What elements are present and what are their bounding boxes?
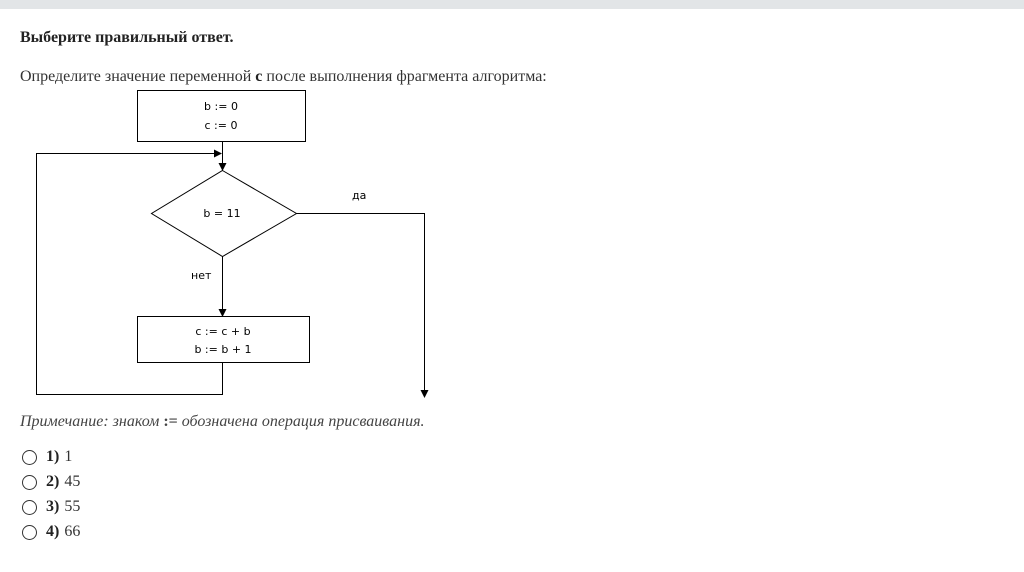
question-variable: c — [255, 68, 263, 85]
question-text: Определите значение переменной c после в… — [20, 68, 547, 86]
init-line-1: b := 0 — [204, 100, 238, 113]
init-block — [137, 90, 306, 142]
body-line-2: b := b + 1 — [194, 343, 251, 356]
answer-option-1[interactable]: 1)1 — [22, 447, 72, 467]
radio-button[interactable] — [22, 449, 37, 465]
instruction-heading: Выберите правильный ответ. — [20, 29, 234, 46]
answer-option-4[interactable]: 4)66 — [22, 522, 80, 542]
option-value: 66 — [64, 523, 81, 540]
option-value: 55 — [64, 498, 81, 515]
option-value: 45 — [64, 473, 81, 490]
radio-button[interactable] — [22, 524, 37, 540]
option-number: 3) — [46, 498, 60, 515]
option-number: 1) — [46, 448, 60, 465]
radio-button[interactable] — [22, 499, 37, 515]
radio-button[interactable] — [22, 474, 37, 490]
note-text: Примечание: знаком := обозначена операци… — [20, 413, 425, 431]
yes-label: да — [352, 189, 366, 202]
option-number: 4) — [46, 523, 60, 540]
note-symbol: := — [163, 413, 178, 430]
body-line-1: c := c + b — [195, 325, 250, 338]
question-before: Определите значение переменной — [20, 68, 252, 85]
note-before: Примечание: знаком — [20, 413, 160, 430]
answer-option-2[interactable]: 2)45 — [22, 472, 80, 492]
loop-body-block — [137, 316, 310, 363]
init-line-2: c := 0 — [205, 119, 238, 132]
option-number: 2) — [46, 473, 60, 490]
question-after: после выполнения фрагмента алгоритма: — [266, 68, 547, 85]
yes-branch-line — [296, 213, 429, 398]
no-label: нет — [191, 269, 212, 282]
note-after: обозначена операция присваивания. — [181, 413, 425, 430]
option-value: 1 — [64, 448, 73, 465]
answer-option-3[interactable]: 3)55 — [22, 497, 80, 517]
loop-back-line — [36, 149, 223, 395]
top-bar — [0, 0, 1024, 9]
condition-text: b = 11 — [203, 207, 240, 220]
